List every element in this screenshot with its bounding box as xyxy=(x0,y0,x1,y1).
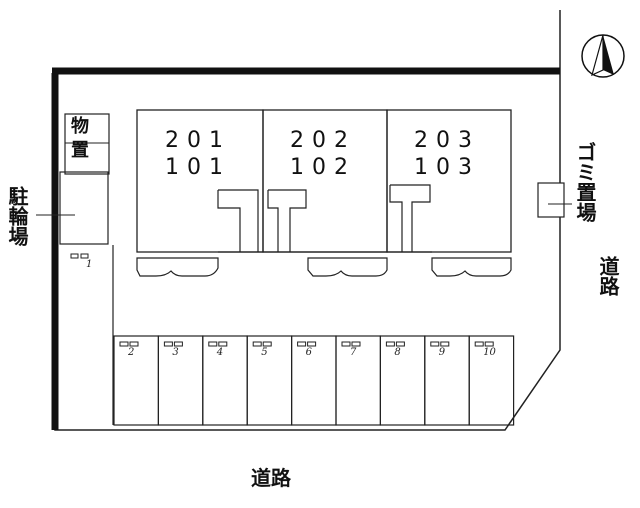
garbage-label: ゴミ置場 xyxy=(573,142,597,222)
parking-slot-4 xyxy=(202,335,248,426)
building-unit-03 xyxy=(386,109,512,253)
wheel-stop-marker xyxy=(307,341,317,347)
wheel-stop-marker xyxy=(262,341,272,347)
parking-slot-number: 9 xyxy=(438,347,446,358)
parking-slot-number: 6 xyxy=(305,347,312,358)
parking-slot-5 xyxy=(246,335,293,426)
road-bottom-label: 道路 xyxy=(251,466,291,490)
building xyxy=(136,109,512,277)
entrance-notch-1 xyxy=(217,190,241,252)
wheel-stop-marker xyxy=(440,341,450,347)
parking-slot-7 xyxy=(335,335,382,426)
wheel-stop-marker xyxy=(119,341,129,347)
wheel-stop-marker xyxy=(129,341,139,347)
parking-slot-number: 8 xyxy=(394,347,401,358)
entrance-notch-3b xyxy=(389,185,403,252)
wheel-stop-marker xyxy=(341,341,351,347)
garbage-station xyxy=(537,182,565,218)
entrance-notch-2b xyxy=(267,190,279,252)
unit-201-label: 201 xyxy=(165,128,231,153)
porch-3 xyxy=(431,257,512,277)
wheel-stop-marker xyxy=(474,341,484,347)
wheel-stop-marker xyxy=(484,341,494,347)
wheel-stop-marker xyxy=(385,341,395,347)
parking-slot-1 xyxy=(70,253,89,259)
parking-slot-number: 10 xyxy=(483,347,496,358)
wheel-stop-marker xyxy=(173,341,183,347)
parking-slot-9 xyxy=(424,335,470,426)
wheel-stop-marker xyxy=(218,341,228,347)
porch-1 xyxy=(136,257,219,277)
parking-slot-number: 1 xyxy=(86,259,93,270)
parking-slot-6 xyxy=(291,335,337,426)
entrance-notch-2 xyxy=(268,189,307,252)
north-arrow-icon xyxy=(581,34,625,78)
unit-103-label: 103 xyxy=(414,155,480,180)
wheel-stop-marker xyxy=(430,341,440,347)
storage-label: 物置 xyxy=(68,116,89,164)
parking-slot-number: 3 xyxy=(172,347,179,358)
parking-slot-2 xyxy=(113,335,160,426)
parking-slot-number: 4 xyxy=(216,347,224,358)
parking-slot-3 xyxy=(157,335,204,426)
wheel-stop-marker xyxy=(208,341,218,347)
unit-203-label: 203 xyxy=(414,128,480,153)
road-right-label: 道路 xyxy=(596,256,620,296)
storage-shed xyxy=(64,113,110,175)
parking-slot-8 xyxy=(379,335,426,426)
wheel-stop-marker xyxy=(163,341,173,347)
unit-202-label: 202 xyxy=(290,128,356,153)
parking-slot-number: 7 xyxy=(350,347,357,358)
parking-slot-10 xyxy=(468,335,515,426)
entrance-notch-3 xyxy=(390,184,431,252)
wheel-stop-marker xyxy=(297,341,307,347)
porch-2 xyxy=(307,257,388,277)
wheel-stop-marker xyxy=(395,341,405,347)
bicycle-parking-area xyxy=(59,171,109,245)
parking-slot-number: 2 xyxy=(128,347,135,358)
unit-102-label: 102 xyxy=(290,155,356,180)
wheel-stop-marker xyxy=(351,341,361,347)
bicycle-parking-label: 駐輪場 xyxy=(5,186,29,246)
parking-slot-number: 5 xyxy=(261,347,268,358)
entrance-notch-1b xyxy=(218,189,259,252)
unit-101-label: 101 xyxy=(165,155,231,180)
wheel-stop-marker xyxy=(252,341,262,347)
parking-row xyxy=(113,335,515,426)
